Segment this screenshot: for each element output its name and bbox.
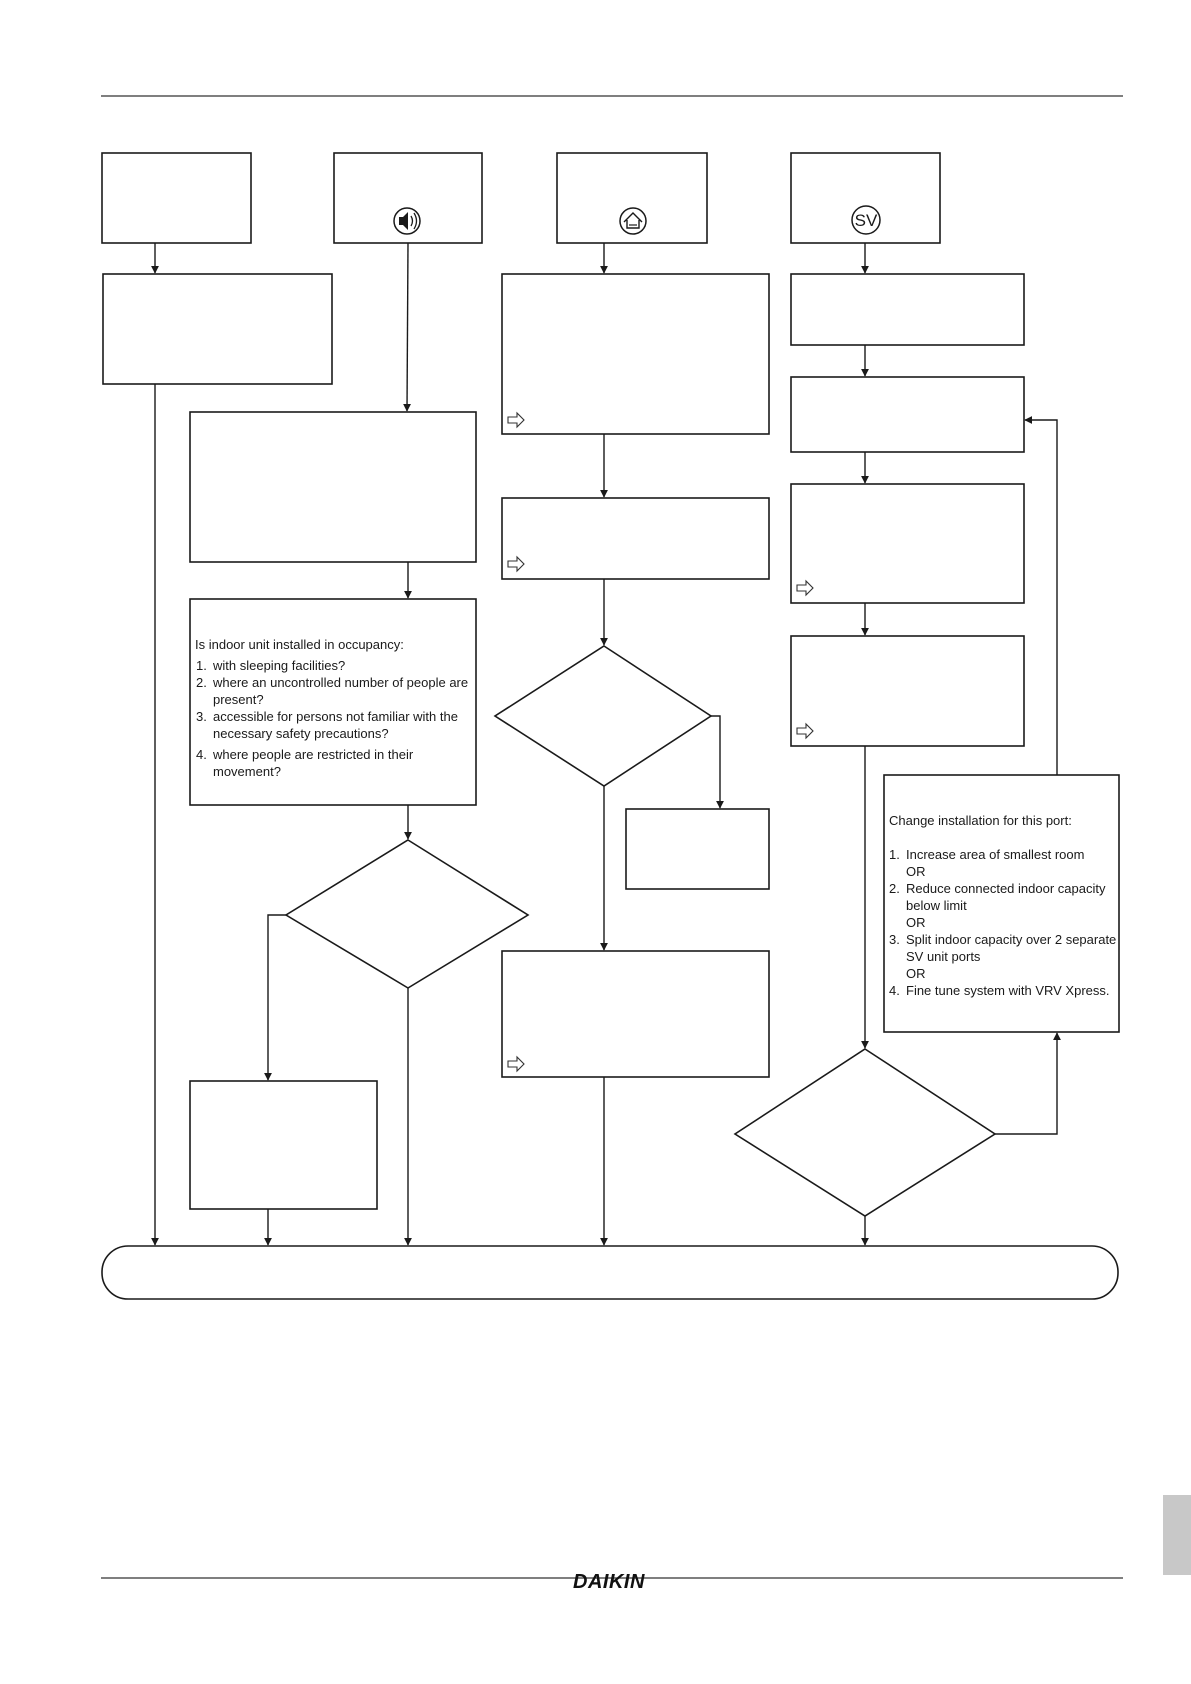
- occupancy-item-1-line-1: with sleeping facilities?: [212, 658, 345, 673]
- change-installation-text: Change installation for this port: 1. In…: [889, 813, 1116, 998]
- brand-logo: DAIKIN: [573, 1571, 645, 1593]
- process-box-2b: [189, 1080, 378, 1210]
- occupancy-item-4-line-2: movement?: [213, 764, 281, 779]
- house-icon: [619, 207, 647, 235]
- occupancy-question-box: [189, 598, 477, 806]
- end-terminal: [101, 1245, 1119, 1300]
- occupancy-item-3-line-2: necessary safety precautions?: [213, 726, 389, 741]
- process-box-1a: [102, 273, 333, 385]
- process-box-3b: [501, 497, 770, 580]
- process-box-3a: [501, 273, 770, 435]
- change-item-2-line-2: below limit: [906, 898, 967, 913]
- change-item-2-line-1: Reduce connected indoor capacity: [906, 881, 1106, 896]
- occupancy-item-1-num: 1.: [196, 658, 207, 673]
- connectors: [151, 242, 1061, 1246]
- change-item-3-line-1: Split indoor capacity over 2 separate: [906, 932, 1116, 947]
- sv-icon-label: SV: [855, 211, 878, 230]
- process-box-4c: [790, 483, 1025, 604]
- side-thumb-tab: [1163, 1495, 1191, 1575]
- speaker-icon: [393, 207, 421, 235]
- change-item-1-sep: OR: [906, 864, 926, 879]
- change-item-4-line-1: Fine tune system with VRV Xpress.: [906, 983, 1110, 998]
- sv-icon: SV: [851, 205, 881, 235]
- occupancy-item-2-num: 2.: [196, 675, 207, 690]
- occupancy-question: Is indoor unit installed in occupancy:: [195, 637, 404, 652]
- occupancy-item-4-line-1: where people are restricted in their: [212, 747, 414, 762]
- occupancy-item-3-num: 3.: [196, 709, 207, 724]
- change-item-3-sep: OR: [906, 966, 926, 981]
- occupancy-item-3-line-1: accessible for persons not familiar with…: [213, 709, 458, 724]
- change-item-2-num: 2.: [889, 881, 900, 896]
- change-item-3-line-2: SV unit ports: [906, 949, 981, 964]
- change-item-1-num: 1.: [889, 847, 900, 862]
- process-box-2a: [189, 411, 477, 563]
- decision-diamond-2: [284, 839, 530, 989]
- process-box-3d: [501, 950, 770, 1078]
- occupancy-item-4-num: 4.: [196, 747, 207, 762]
- process-box-4d: [790, 635, 1025, 747]
- change-item-1-line-1: Increase area of smallest room: [906, 847, 1084, 862]
- change-item-3-num: 3.: [889, 932, 900, 947]
- decision-diamond-3: [493, 645, 713, 787]
- start-box-1: [101, 152, 252, 244]
- reference-arrow-icons: [507, 411, 814, 1073]
- change-item-2-sep: OR: [906, 915, 926, 930]
- process-box-3c: [625, 808, 770, 890]
- occupancy-text: Is indoor unit installed in occupancy: 1…: [195, 637, 468, 779]
- decision-diamond-4: [733, 1048, 997, 1217]
- occupancy-item-2-line-2: present?: [213, 692, 264, 707]
- process-box-4b: [790, 376, 1025, 453]
- process-box-4a: [790, 273, 1025, 346]
- change-item-4-num: 4.: [889, 983, 900, 998]
- change-installation-box: [883, 774, 1120, 1033]
- occupancy-item-2-line-1: where an uncontrolled number of people a…: [212, 675, 468, 690]
- change-title: Change installation for this port:: [889, 813, 1072, 828]
